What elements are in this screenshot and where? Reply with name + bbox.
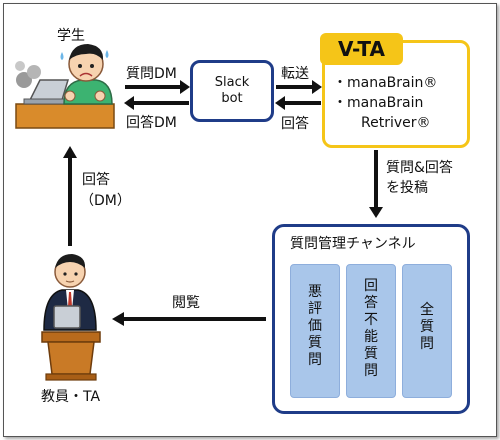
- label-answer-dm: 回答DM: [126, 115, 177, 131]
- column-unanswerable-label: 回答不能質問: [364, 278, 378, 379]
- student-label: 学生: [57, 28, 85, 44]
- slack-bot-box: Slack bot: [190, 60, 274, 122]
- column-low-rated-label: 悪評価質問: [308, 284, 322, 368]
- label-post-line1: 質問&回答: [386, 160, 453, 176]
- slack-bot-line2: bot: [221, 91, 243, 106]
- column-all-questions-label: 全質問: [420, 302, 434, 352]
- column-all-questions: [402, 264, 452, 398]
- channel-title: 質問管理チャンネル: [290, 236, 416, 252]
- label-reply-line2: （DM）: [80, 193, 131, 209]
- label-question-dm: 質問DM: [126, 66, 177, 82]
- vta-item-manabrain: ・manaBrain®: [333, 75, 438, 91]
- column-low-rated: [290, 264, 340, 398]
- vta-item-manabrain-retriver-line2: Retriver®: [361, 115, 431, 131]
- label-answer: 回答: [281, 116, 309, 132]
- teacher-label: 教員・TA: [41, 389, 101, 405]
- column-unanswerable: [346, 264, 396, 398]
- label-view: 閲覧: [172, 295, 200, 311]
- slack-bot-line1: Slack: [214, 75, 250, 90]
- label-post-line2: を投稿: [386, 180, 428, 196]
- label-reply-line1: 回答: [82, 172, 110, 188]
- vta-item-manabrain-retriver: ・manaBrain: [333, 95, 424, 111]
- vta-title: V-TA: [320, 33, 403, 65]
- label-forward: 転送: [281, 66, 309, 82]
